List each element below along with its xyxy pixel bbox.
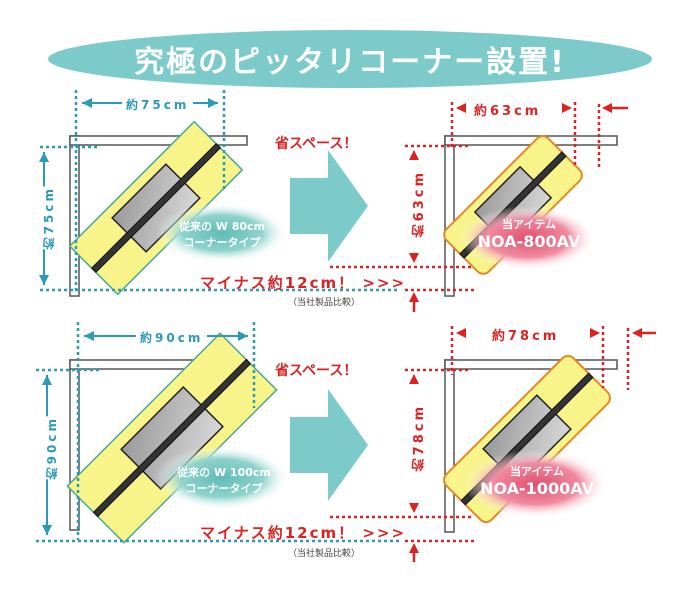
conventional-label-line2: コーナータイプ	[185, 482, 263, 495]
difference-label-1: マイナス約12cm！ >>>	[200, 274, 407, 292]
difference-label-2: マイナス約12cm！ >>>	[200, 524, 407, 542]
space-saving-label-1: 省スペース！	[275, 136, 358, 152]
product-height-1: 約63cm	[406, 170, 433, 238]
product-model: NOA-800AV	[477, 232, 581, 251]
conventional-width-2: 約90cm	[136, 329, 208, 346]
conventional-height-2: 約90cm	[39, 416, 64, 480]
product-tag: 当アイテム	[502, 218, 556, 231]
conventional-width-1: 約75cm	[122, 96, 194, 113]
conventional-label-line1: 従来の W 80cm	[178, 220, 266, 233]
product-label-1: 当アイテム NOA-800AV	[470, 216, 588, 251]
title-banner: 究極のピッタリコーナー設置!	[48, 30, 652, 88]
product-label-2: 当アイテム NOA-1000AV	[472, 463, 602, 498]
product-width-1: 約63cm	[470, 100, 546, 119]
space-saving-label-2: 省スペース！	[275, 363, 358, 379]
product-model: NOA-1000AV	[480, 479, 594, 498]
conventional-label-line2: コーナータイプ	[183, 236, 261, 249]
conventional-height-1: 約75cm	[36, 186, 61, 250]
conventional-label-2: 従来の W 100cm コーナータイプ	[166, 465, 282, 497]
conventional-label-1: 従来の W 80cm コーナータイプ	[166, 219, 278, 251]
comparison-note-2: （当社製品比較）	[288, 549, 361, 559]
comparison-note-1: （当社製品比較）	[288, 298, 361, 308]
product-height-2: 約78cm	[406, 404, 433, 472]
product-width-2: 約78cm	[488, 325, 564, 344]
conventional-corner-2	[66, 332, 278, 544]
conventional-label-line1: 従来の W 100cm	[177, 466, 271, 479]
product-tag: 当アイテム	[510, 465, 564, 478]
banner-title: 究極のピッタリコーナー設置!	[134, 45, 566, 80]
